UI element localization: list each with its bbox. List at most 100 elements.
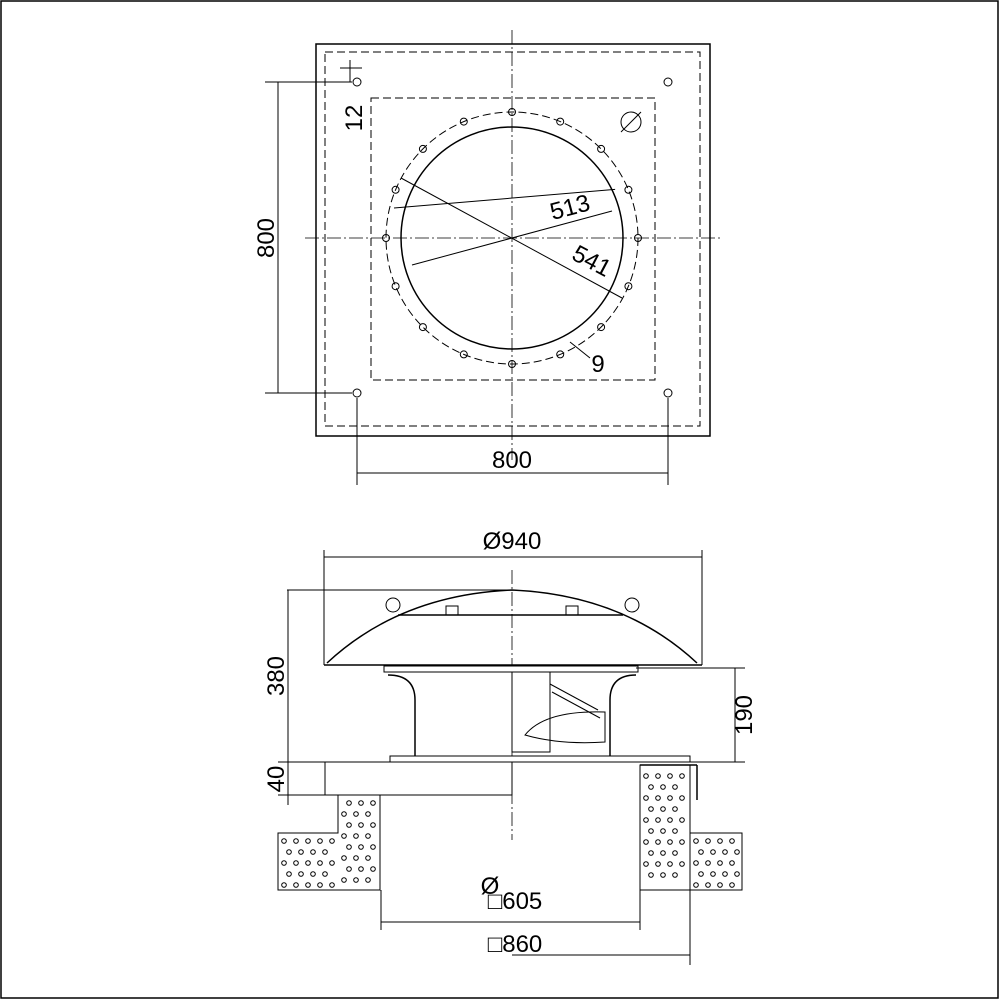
gravel-dot — [648, 784, 654, 790]
gravel-dot — [353, 855, 359, 861]
curb-dashed-outline — [324, 51, 701, 427]
bolt-hole — [597, 144, 606, 153]
corner-holes — [352, 77, 673, 398]
gravel-dot — [370, 822, 376, 828]
gravel-dot — [679, 773, 685, 779]
gravel-dot — [722, 871, 728, 877]
inner-opening-circle — [400, 126, 624, 350]
bolt-hole — [508, 360, 516, 368]
offset-dimension: 12 — [341, 105, 368, 132]
crossed-circle-icon — [620, 111, 642, 133]
gravel-dot — [329, 860, 335, 866]
gravel-dot — [365, 833, 371, 839]
bolt-hole — [459, 350, 468, 359]
base-plate — [389, 755, 691, 763]
gravel-dot — [298, 849, 304, 855]
total-height-dimension: 380 — [263, 656, 290, 696]
gravel-dot — [346, 800, 352, 806]
hole-dimension: 9 — [591, 351, 604, 378]
gravel-dot — [341, 811, 347, 817]
gravel-dot — [353, 811, 359, 817]
gravel-dot — [643, 839, 649, 845]
gravel-dot — [729, 882, 735, 888]
base-plate-outline — [315, 43, 711, 437]
gravel-dot — [305, 838, 311, 844]
gravel-dot — [648, 806, 654, 812]
gravel-dot — [717, 838, 723, 844]
gravel-dot — [698, 871, 704, 877]
gravel-dot — [305, 860, 311, 866]
gravel-dot — [679, 817, 685, 823]
gravel-dot — [643, 773, 649, 779]
gravel-dot — [660, 828, 666, 834]
housing-left — [387, 674, 416, 757]
gravel-dot — [672, 828, 678, 834]
gravel-dot — [667, 861, 673, 867]
gravel-dot — [317, 838, 323, 844]
gravel-dot — [679, 795, 685, 801]
roof-curb — [287, 761, 513, 796]
gravel-dot — [281, 838, 287, 844]
gravel-dot — [693, 882, 699, 888]
gravel-dot — [705, 860, 711, 866]
gravel-dot — [655, 839, 661, 845]
gravel-dot — [660, 872, 666, 878]
gravel-dot — [643, 861, 649, 867]
gravel-dot — [317, 882, 323, 888]
lifting-eye-icon — [385, 597, 401, 613]
gravel-dot — [370, 866, 376, 872]
gravel-dot — [655, 773, 661, 779]
gravel-dot — [298, 871, 304, 877]
bolt-hole — [624, 185, 633, 194]
bolt-circle — [385, 111, 639, 365]
gravel-dot — [672, 850, 678, 856]
bolt-hole — [382, 234, 390, 242]
gravel-dot — [341, 855, 347, 861]
bolt-hole — [597, 323, 606, 332]
gravel-dot — [705, 882, 711, 888]
bolt-hole — [508, 108, 516, 116]
gravel-dot — [293, 882, 299, 888]
bolt-hole — [391, 282, 400, 291]
concrete-right — [639, 764, 743, 891]
gravel-dot — [346, 844, 352, 850]
width-dimension: 800 — [492, 447, 532, 474]
gravel-dot — [705, 838, 711, 844]
gravel-dot — [734, 871, 740, 877]
gravel-dot — [693, 860, 699, 866]
gravel-dot — [365, 877, 371, 883]
gravel-dot — [322, 871, 328, 877]
gravel-dot — [734, 849, 740, 855]
gravel-dot — [643, 817, 649, 823]
gravel-dot — [710, 871, 716, 877]
gravel-dot — [341, 877, 347, 883]
gravel-dot — [286, 849, 292, 855]
lifting-eye-icon — [624, 597, 640, 613]
gravel-dot — [679, 861, 685, 867]
bolt-hole — [418, 323, 427, 332]
gravel-dot — [717, 882, 723, 888]
gravel-dot — [648, 872, 654, 878]
gravel-dot — [353, 833, 359, 839]
gravel-dot — [329, 882, 335, 888]
bolt-circle-dimension: 541 — [568, 240, 616, 283]
gravel-dot — [329, 838, 335, 844]
gravel-dot — [346, 866, 352, 872]
gravel-dot — [286, 871, 292, 877]
gravel-dot — [655, 795, 661, 801]
gravel-dot — [322, 849, 328, 855]
inner-dashed-outline — [370, 97, 656, 381]
gravel-dot — [358, 800, 364, 806]
height-dimension: 800 — [253, 218, 280, 258]
gravel-dot — [710, 849, 716, 855]
gravel-dot — [717, 860, 723, 866]
gravel-dot — [667, 839, 673, 845]
concrete-texture — [281, 773, 740, 888]
bolt-holes — [382, 108, 642, 368]
gravel-dot — [693, 838, 699, 844]
gravel-dot — [667, 773, 673, 779]
gravel-dot — [281, 860, 287, 866]
gravel-dot — [643, 795, 649, 801]
